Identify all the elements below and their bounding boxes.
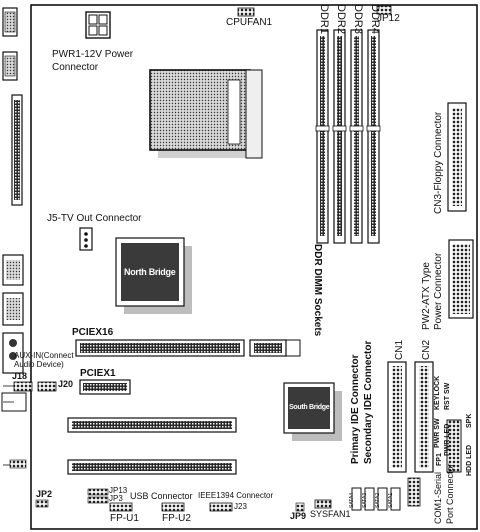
pciex16-label: PCIEX16: [72, 327, 114, 338]
j20-aux-in-header: [37, 381, 57, 392]
sata2-label: SATA2: [375, 492, 381, 508]
cpu-socket: [149, 69, 263, 159]
ddr1-label: DDR1: [318, 4, 330, 34]
cn1-label: CN1: [394, 339, 405, 360]
jp12-jumper: [376, 5, 392, 15]
jp2-label: JP2: [36, 489, 53, 499]
jp3-label: JP3: [109, 494, 123, 503]
j23-ieee1394-header: [209, 502, 233, 512]
ddr-dimm-sockets: [315, 29, 381, 244]
cn3-floppy-connector: [447, 102, 467, 212]
sata3-label: SATA3: [362, 492, 368, 508]
small-header-left-1: [9, 459, 27, 469]
fp-u1-usb-header: [109, 502, 133, 512]
pwr-led-label: PWR LED: [444, 423, 451, 456]
pwr1-12v-connector: [85, 11, 111, 39]
fp-u2-label: FP-U2: [162, 513, 191, 524]
fp-u2-usb-header: [161, 502, 185, 512]
secondary-ide-label: Secondary IDE Connector: [363, 340, 374, 464]
aux-in-label-line2: Audio Device): [14, 360, 64, 369]
south-bridge-chip: [283, 382, 342, 441]
j5-tv-out-connector: [79, 227, 93, 251]
pwr-sw-label: PWR SW: [434, 418, 441, 448]
floppy-label: CN3-Floppy Connector: [433, 111, 444, 214]
tv-out-label: J5-TV Out Connector: [47, 213, 142, 224]
ddr-sockets-label: DDR DIMM Sockets: [312, 244, 323, 337]
sata-connectors: [351, 487, 401, 511]
spk-label: SPK: [466, 413, 473, 428]
jp9-label: JP9: [290, 511, 307, 521]
hdd-led-label: HDD LED: [466, 444, 473, 476]
keylock-label: KEYLOCK: [434, 375, 441, 410]
north-bridge-chip: [115, 237, 192, 314]
ddr-slot-3: [349, 29, 364, 244]
jp2-jumper: [35, 499, 49, 508]
rear-io-panel: [1, 7, 27, 412]
north-bridge-label: North Bridge: [124, 267, 176, 277]
cpufan-label: CPUFAN1: [226, 17, 273, 28]
sata4-label: SATA4: [349, 492, 355, 508]
south-bridge-label: South Bridge: [289, 404, 330, 411]
com1-label-line2: Port Connector: [445, 463, 455, 524]
jp3-jumper: [87, 496, 109, 504]
jp13-label: JP13: [109, 486, 128, 495]
fp1-front-panel-header: [446, 419, 462, 473]
sata1-label: SATA1: [388, 492, 394, 508]
ieee1394-label: IEEE1394 Connector: [198, 491, 274, 500]
cpufan1-header: [237, 7, 255, 17]
jp13-jumper: [87, 488, 109, 496]
com1-serial-port-connector: [407, 477, 421, 507]
sysfan1-header: [314, 499, 332, 509]
jp9-jumper: [295, 502, 305, 512]
com1-label-line1: COM1-Serial: [433, 471, 443, 524]
ddr3-label: DDR3: [352, 4, 364, 34]
atx-label-line2: Power Connector: [433, 252, 444, 330]
cn2-secondary-ide-connector: [414, 361, 434, 473]
fp-u1-label: FP-U1: [110, 513, 139, 524]
pciex1-label: PCIEX1: [80, 368, 116, 379]
j23-label: J23: [234, 502, 247, 511]
aux-in-label: AUX-IN(Connect: [14, 351, 74, 360]
cn1-primary-ide-connector: [387, 361, 407, 473]
pci-slot-2: [67, 459, 237, 475]
fp1-label: FP1: [436, 453, 443, 466]
pciex1-slot: [79, 379, 131, 395]
jp12-label: JP12: [377, 13, 400, 24]
atx-label-line1: PW2-ATX Type: [421, 262, 432, 330]
pciex16-slot: [75, 339, 301, 357]
j20-label: J20: [58, 379, 74, 389]
ddr-slot-4: [366, 29, 381, 244]
sysfan-label: SYSFAN1: [310, 509, 351, 519]
board-outline: [30, 4, 478, 530]
primary-ide-label: Primary IDE Connector: [350, 354, 361, 464]
ddr2-label: DDR2: [335, 4, 347, 34]
pci-slot-1: [67, 417, 237, 433]
pw2-atx-power-connector: [448, 239, 474, 319]
cn2-label: CN2: [421, 339, 432, 360]
ddr-slot-2: [332, 29, 347, 244]
pwr1-label: PWR1-12V Power: [52, 49, 134, 60]
j18-label: J18: [12, 371, 28, 381]
j18-header: [13, 381, 33, 392]
usb-connector-label: USB Connector: [130, 491, 193, 501]
pwr1-label-line2: Connector: [52, 62, 99, 73]
rst-sw-label: RST SW: [444, 382, 451, 410]
ddr-slot-1: [315, 29, 330, 244]
